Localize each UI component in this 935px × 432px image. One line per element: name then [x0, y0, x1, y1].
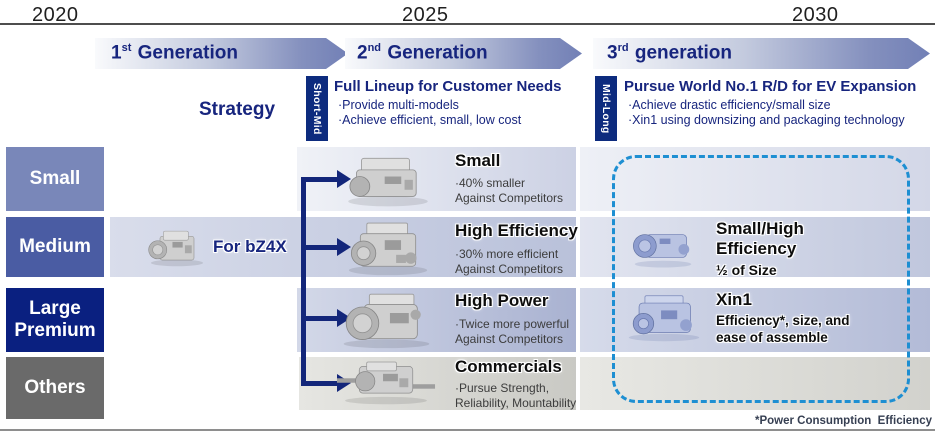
generation-2-label: 2nd Generation [357, 42, 488, 64]
small-eaxle-image [338, 150, 438, 208]
generation-3-arrow: 3rd generation [593, 38, 930, 69]
bz4x-label: For bZ4X [213, 237, 287, 256]
branch-line-row2 [301, 245, 337, 250]
high-power-eaxle-image [330, 289, 443, 349]
gen3-item-2-subtitle: Efficiency*, size, and ease of assemble [716, 313, 850, 345]
timeline-year-2025: 2025 [402, 4, 449, 26]
gen2-item-3-title: High Power [455, 291, 549, 310]
gen2-item-4-title: Commercials [455, 357, 562, 376]
gen3-small-motor-image [626, 221, 700, 271]
gen2-item-1-title: Small [455, 151, 501, 170]
branch-line [301, 177, 306, 386]
bz4x-eaxle-image [143, 220, 211, 274]
phase-2-bullet-2: ·Xin1 using downsizing and packaging tec… [628, 113, 905, 127]
phase-1-bullet-1: ·Provide multi-models [338, 98, 459, 112]
generation-1-arrow: 1st Generation [95, 38, 348, 69]
branch-line-row3 [301, 316, 337, 321]
category-medium: Medium [6, 217, 104, 277]
category-large-premium: Large Premium [6, 288, 104, 352]
gen2-item-2-desc: ·30% more efficient Against Competitors [455, 247, 564, 276]
arrow-right-icon [337, 170, 351, 188]
gen2-item-4-desc: ·Pursue Strength, Reliability, Mountabil… [455, 381, 577, 410]
short-mid-tab: Short-Mid [306, 76, 328, 141]
gen3-item-1-subtitle: ½ of Size [716, 262, 777, 278]
mid-long-tab: Mid-Long [595, 76, 617, 141]
timeline-year-2020: 2020 [32, 4, 79, 26]
gen3-highlight-box [612, 155, 910, 403]
branch-line-row1 [301, 177, 337, 182]
gen2-item-3-desc: ·Twice more powerful Against Competitors [455, 317, 570, 346]
strategy-label: Strategy [199, 99, 276, 120]
phase-2-bullet-1: ·Achieve drastic efficiency/small size [628, 98, 831, 112]
branch-line-row4 [301, 381, 337, 386]
phase-1-title: Full Lineup for Customer Needs [334, 78, 562, 95]
arrow-right-icon [337, 238, 351, 256]
timeline-year-2030: 2030 [792, 4, 839, 26]
gen2-item-2-title: High Efficiency [455, 221, 578, 240]
footnote: *Power Consumption Efficiency [755, 415, 932, 427]
gen3-item-1-title: Small/High Efficiency [716, 219, 804, 259]
bottom-divider [0, 429, 935, 431]
phase-2-title: Pursue World No.1 R/D for EV Expansion [624, 78, 917, 95]
timeline-axis [0, 23, 935, 25]
gen3-item-2-title: Xin1 [716, 290, 752, 309]
gen2-item-1-desc: ·40% smaller Against Competitors [455, 176, 564, 205]
phase-1-bullet-2: ·Achieve efficient, small, low cost [338, 113, 522, 127]
gen3-xin1-image [620, 288, 708, 346]
generation-1-label: 1st Generation [111, 42, 238, 64]
high-efficiency-eaxle-image [335, 219, 441, 276]
category-small: Small [6, 147, 104, 211]
category-others: Others [6, 357, 104, 419]
generation-3-label: 3rd generation [607, 42, 732, 64]
generation-2-arrow: 2nd Generation [345, 38, 582, 69]
commercial-eaxle-image [322, 356, 450, 408]
